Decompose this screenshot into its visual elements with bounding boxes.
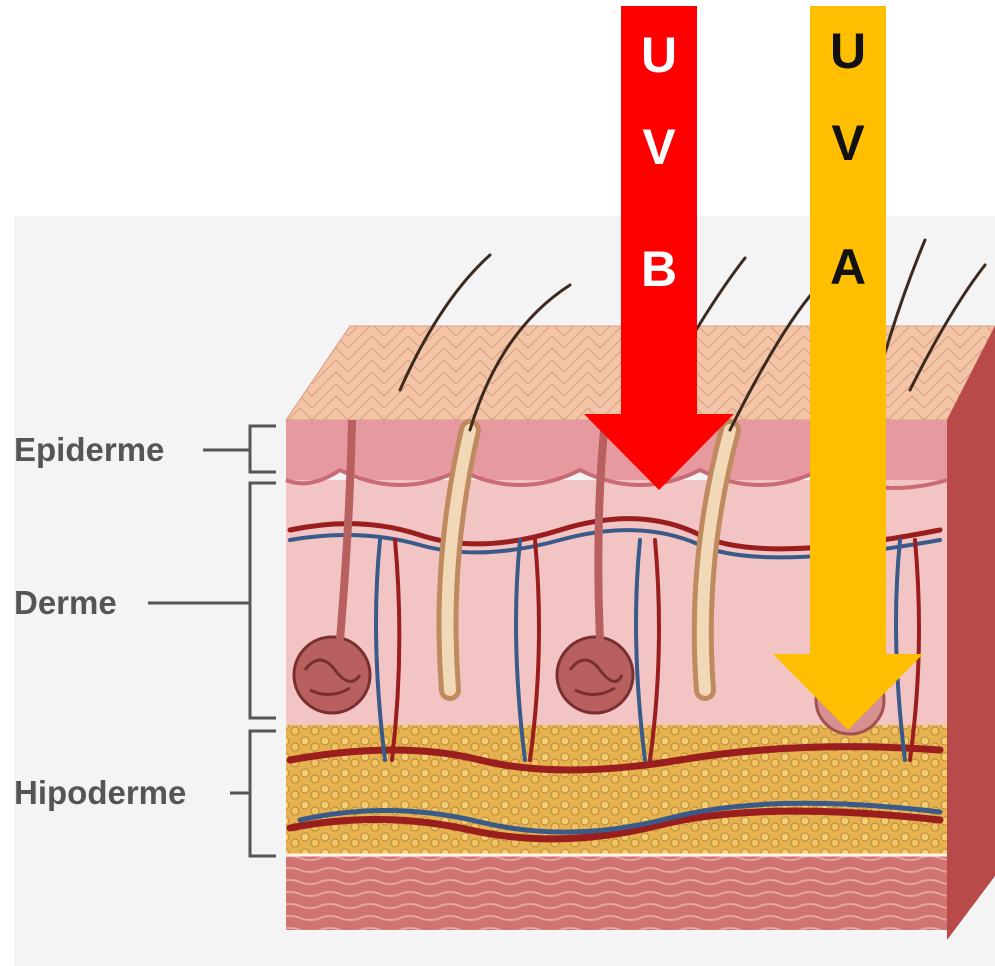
epidermis-label: Epiderme <box>14 431 164 469</box>
uvb-letter-u: U <box>621 30 697 80</box>
side-face <box>947 326 995 940</box>
muscle-layer <box>286 855 947 930</box>
uva-letter-v: V <box>810 118 886 168</box>
uvb-letter-b: B <box>621 244 697 294</box>
uva-letter-a: A <box>810 242 886 292</box>
hypodermis-label: Hipoderme <box>14 774 186 812</box>
dermis-label: Derme <box>14 584 117 622</box>
uvb-letter-v: V <box>621 122 697 172</box>
uva-letter-u: U <box>810 26 886 76</box>
